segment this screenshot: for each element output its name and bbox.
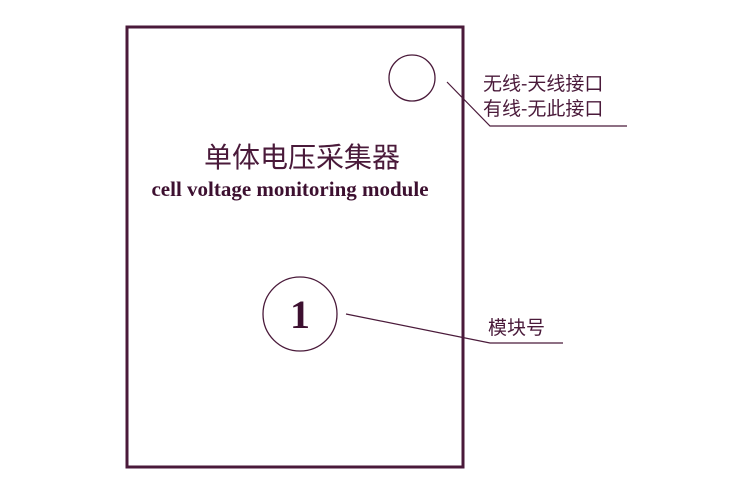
module-number-leader-line — [345, 313, 563, 344]
module-number: 1 — [290, 292, 310, 337]
interface-wireless-label: 无线-天线接口 — [483, 73, 603, 95]
interface-leader-line — [446, 81, 627, 127]
interface-wired-label: 有线-无此接口 — [483, 98, 603, 120]
module-title-en: cell voltage monitoring module — [151, 177, 428, 201]
interface-port-circle — [388, 54, 436, 102]
module-title-cn: 单体电压采集器 — [204, 141, 400, 174]
module-box — [125, 25, 465, 469]
module-number-label: 模块号 — [488, 317, 545, 339]
module-number-circle — [262, 276, 338, 352]
